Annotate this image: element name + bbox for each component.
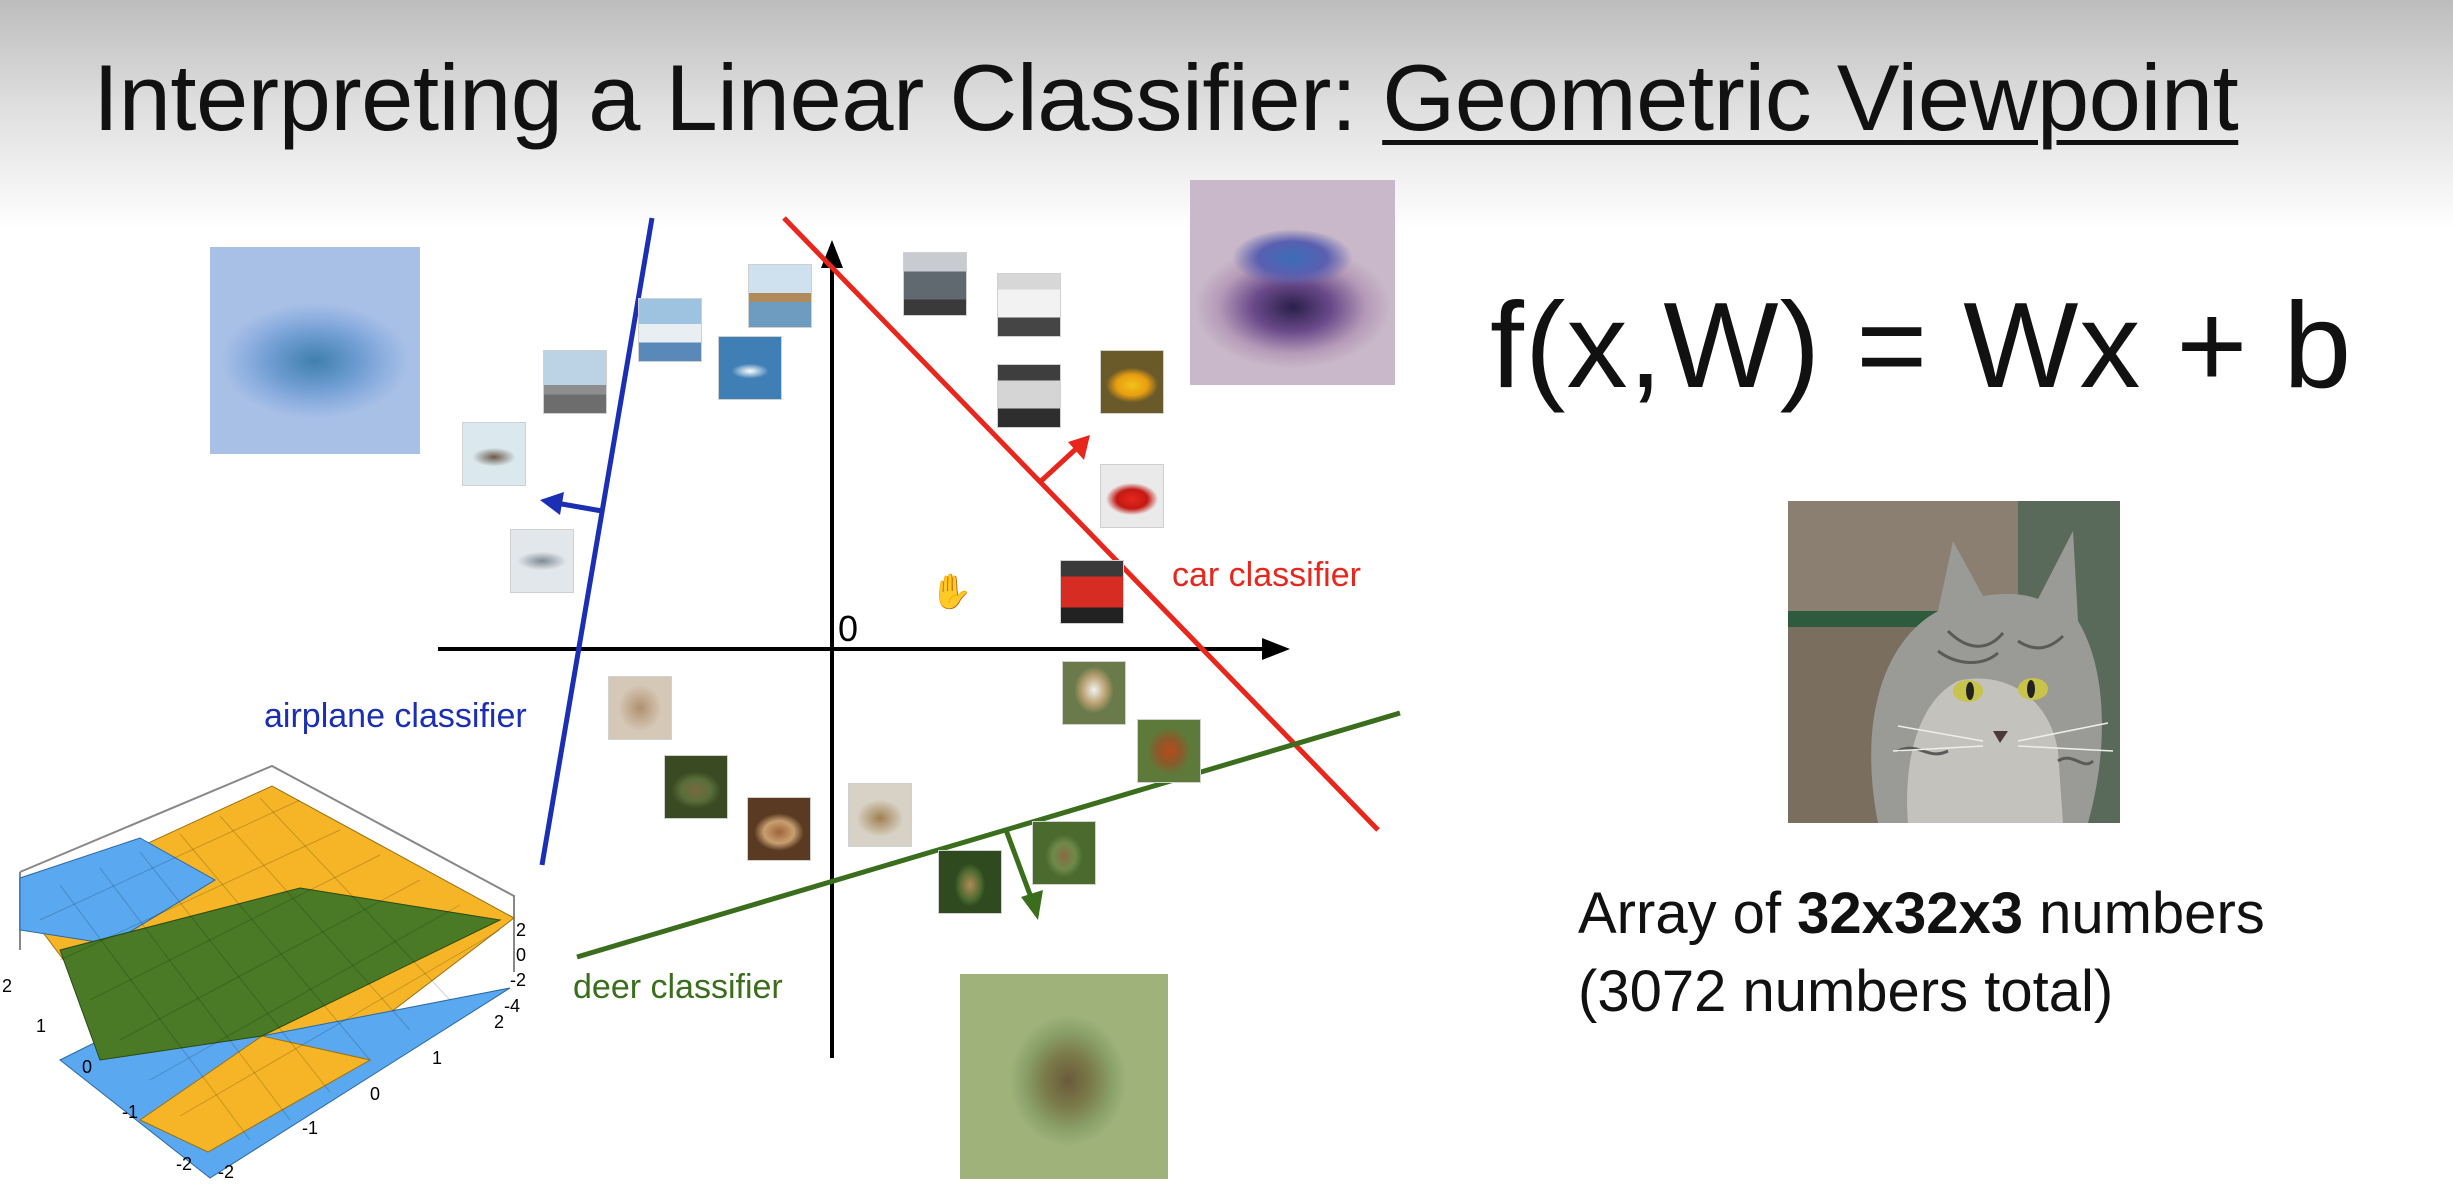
orange-plane-lower [138, 1035, 372, 1153]
z-tick-0: 0 [516, 945, 526, 965]
frog-thumbnail-1 [664, 755, 728, 819]
airplane-thumbnail-2 [462, 422, 526, 486]
car-classifier-line [782, 216, 1380, 832]
array-line-2: (3072 numbers total) [1578, 959, 2114, 1024]
airplane-classifier-line [539, 217, 655, 866]
deer-thumbnail-2 [1032, 821, 1096, 885]
car-arrowhead [1068, 435, 1090, 460]
deer-classifier-label: deer classifier [573, 968, 783, 1006]
array-dimensions: 32x32x3 [1797, 881, 2023, 946]
car-normal-arrow [1038, 445, 1080, 484]
y-tick-1: 1 [432, 1048, 442, 1068]
title-underlined: Geometric Viewpoint [1382, 45, 2239, 150]
car-thumbnail-3 [997, 364, 1061, 428]
deer-arrowhead [1021, 890, 1043, 920]
x-axis-arrow [1262, 638, 1290, 660]
car-template-image [1190, 180, 1395, 385]
blue-plane [19, 837, 216, 945]
x-tick-m2: -2 [176, 1154, 192, 1174]
ship-thumbnail-2 [748, 264, 812, 328]
car-thumbnail-6 [1060, 560, 1124, 624]
car-thumbnail-5 [1100, 464, 1164, 528]
array-description: Array of 32x32x3 numbers (3072 numbers t… [1578, 875, 2265, 1031]
deer-template-image [960, 974, 1168, 1179]
deer-normal-arrow [1003, 829, 1035, 901]
deer-thumbnail-1 [938, 850, 1002, 914]
frog-thumbnail-2 [747, 797, 811, 861]
y-tick-m2: -2 [218, 1162, 234, 1182]
bird-thumbnail-2 [1062, 661, 1126, 725]
z-tick-m4: -4 [504, 996, 520, 1016]
ship-thumbnail-1 [638, 298, 702, 362]
bird-thumbnail-1 [848, 783, 912, 847]
cat-thumbnail [608, 676, 672, 740]
title-main: Interpreting a Linear Classifier: [93, 45, 1383, 150]
airplane-classifier-label: airplane classifier [264, 697, 527, 735]
airplane-thumbnail-1 [543, 350, 607, 414]
array-line-1: Array of 32x32x3 numbers [1578, 875, 2265, 953]
equation: f(x,W) = Wx + b [1490, 277, 2353, 413]
car-thumbnail-4 [1100, 350, 1164, 414]
array-line1-suffix: numbers [2022, 881, 2265, 946]
car-thumbnail-2 [997, 273, 1061, 337]
x-tick-1: 1 [36, 1016, 46, 1036]
y-axis-arrow [821, 240, 843, 268]
car-thumbnail-1 [903, 252, 967, 316]
hand-cursor-icon: ✋ [930, 573, 973, 611]
deer-classifier-line [576, 710, 1401, 960]
x-tick-0: 0 [82, 1057, 92, 1077]
cat-photo [1788, 501, 2120, 823]
x-tick-2: 2 [2, 976, 12, 996]
surface-plot: 2 1 0 -1 -2 -2 -1 0 1 2 2 0 -2 -4 [2, 764, 526, 1182]
bird-thumbnail-3 [1137, 719, 1201, 783]
car-classifier-label: car classifier [1172, 556, 1361, 594]
surface-grid [39, 797, 501, 1141]
y-tick-0: 0 [370, 1084, 380, 1104]
x-tick-m1: -1 [122, 1102, 138, 1122]
z-tick-m2: -2 [510, 970, 526, 990]
y-tick-2: 2 [494, 1012, 504, 1032]
origin-label: 0 [838, 608, 859, 649]
airplane-arrowhead [540, 492, 564, 515]
green-plane [59, 887, 502, 1061]
cat-illustration [1788, 501, 2120, 823]
slide-title: Interpreting a Linear Classifier: Geomet… [93, 44, 2239, 152]
airplane-template-image [210, 247, 420, 454]
array-line1-prefix: Array of [1578, 881, 1798, 946]
surface-plot-box [19, 764, 515, 972]
y-tick-m1: -1 [302, 1118, 318, 1138]
ship-thumbnail-3 [718, 336, 782, 400]
z-tick-2: 2 [516, 920, 526, 940]
airplane-normal-arrow [555, 500, 603, 514]
airplane-thumbnail-3 [510, 529, 574, 593]
